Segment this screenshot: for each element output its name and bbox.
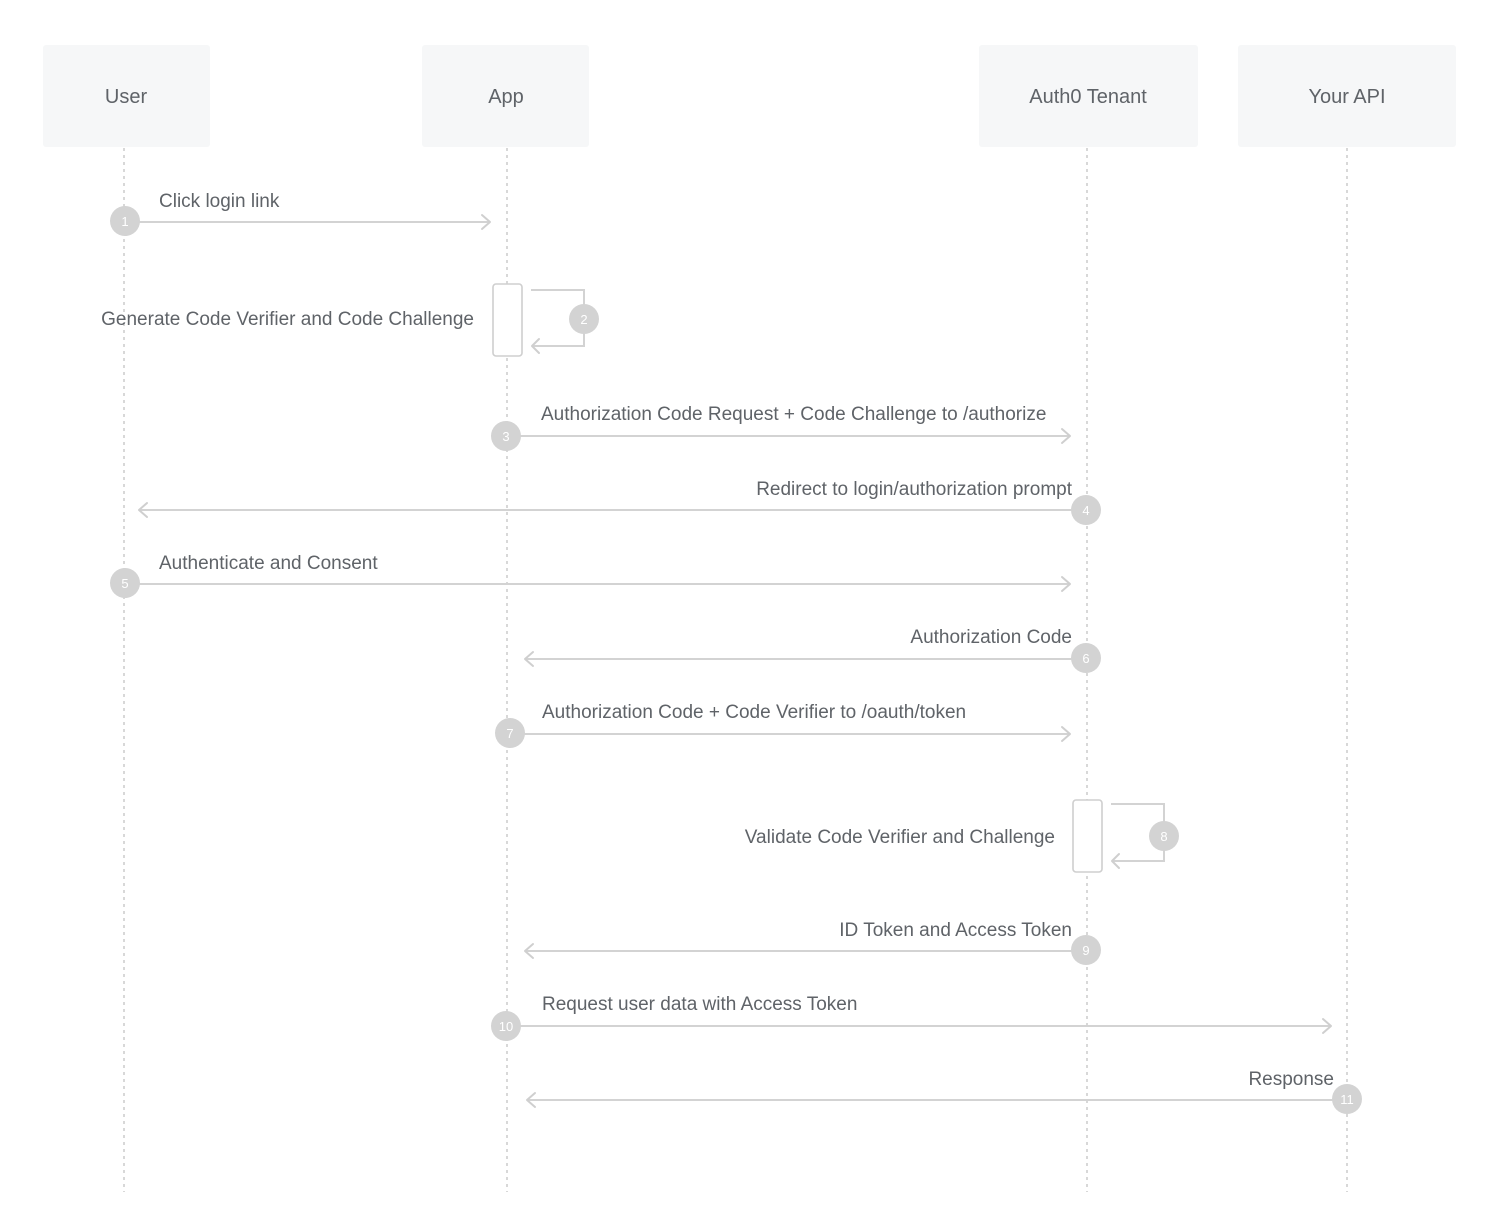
message-label-4: Redirect to login/authorization prompt (756, 479, 1073, 500)
message-step-11: 11 Response (526, 1069, 1362, 1114)
arrow-left-icon (1111, 853, 1120, 869)
step-number-5: 5 (121, 576, 128, 591)
message-label-3: Authorization Code Request + Code Challe… (541, 404, 1046, 425)
arrow-right-icon (1061, 576, 1071, 592)
step-badge-10 (491, 1011, 521, 1041)
arrow-left-icon (531, 338, 540, 354)
message-label-7: Authorization Code + Code Verifier to /o… (542, 702, 966, 723)
step-badge-1 (110, 206, 140, 236)
message-step-10: 10 Request user data with Access Token (491, 994, 1332, 1041)
participant-auth0-tenant: Auth0 Tenant (979, 45, 1198, 147)
step-number-9: 9 (1082, 943, 1089, 958)
step-number-11: 11 (1340, 1092, 1354, 1107)
activation-box-auth0 (1072, 799, 1103, 873)
participant-user-label: User (105, 86, 148, 108)
message-label-6: Authorization Code (910, 627, 1072, 648)
message-label-10: Request user data with Access Token (542, 994, 857, 1015)
step-number-10: 10 (499, 1019, 513, 1034)
message-label-2: Generate Code Verifier and Code Challeng… (101, 309, 474, 330)
step-badge-9 (1071, 935, 1101, 965)
arrow-right-icon (1061, 428, 1071, 444)
step-number-8: 8 (1160, 829, 1167, 844)
arrow-left-icon (524, 943, 534, 959)
arrow-right-icon (1322, 1018, 1332, 1034)
step-number-6: 6 (1082, 651, 1089, 666)
participant-your-api-label: Your API (1308, 86, 1385, 108)
step-number-2: 2 (580, 312, 587, 327)
arrow-left-icon (524, 651, 534, 667)
step-badge-11 (1332, 1084, 1362, 1114)
step-badge-8 (1149, 821, 1179, 851)
message-step-5: 5 Authenticate and Consent (110, 553, 1071, 598)
participant-your-api: Your API (1238, 45, 1456, 147)
arrow-left-icon (138, 502, 148, 518)
arrow-right-icon (1061, 726, 1071, 742)
arrow-right-icon (481, 214, 491, 230)
step-number-4: 4 (1082, 503, 1089, 518)
step-number-7: 7 (506, 726, 513, 741)
message-step-1: 1 Click login link (110, 191, 491, 236)
message-step-6: 6 Authorization Code (524, 627, 1101, 673)
step-badge-5 (110, 568, 140, 598)
message-step-2: 2 Generate Code Verifier and Code Challe… (101, 283, 599, 357)
participant-app: App (422, 45, 589, 147)
message-step-3: 3 Authorization Code Request + Code Chal… (491, 404, 1071, 451)
message-label-8: Validate Code Verifier and Challenge (745, 827, 1055, 848)
message-step-4: 4 Redirect to login/authorization prompt (138, 479, 1101, 525)
step-number-3: 3 (502, 429, 509, 444)
message-step-8: 8 Validate Code Verifier and Challenge (745, 799, 1179, 873)
message-label-9: ID Token and Access Token (839, 920, 1072, 941)
step-number-1: 1 (121, 214, 128, 229)
step-badge-6 (1071, 643, 1101, 673)
participant-auth0-tenant-label: Auth0 Tenant (1029, 86, 1147, 108)
activation-box-app (492, 283, 523, 357)
step-badge-4 (1071, 495, 1101, 525)
step-badge-3 (491, 421, 521, 451)
message-step-9: 9 ID Token and Access Token (524, 920, 1101, 965)
message-label-1: Click login link (159, 191, 280, 212)
step-badge-7 (495, 718, 525, 748)
participant-user: User (43, 45, 210, 147)
step-badge-2 (569, 304, 599, 334)
message-label-11: Response (1248, 1069, 1334, 1090)
message-label-5: Authenticate and Consent (159, 553, 378, 574)
arrow-left-icon (526, 1092, 536, 1108)
participant-app-label: App (488, 86, 524, 108)
message-step-7: 7 Authorization Code + Code Verifier to … (495, 702, 1071, 748)
